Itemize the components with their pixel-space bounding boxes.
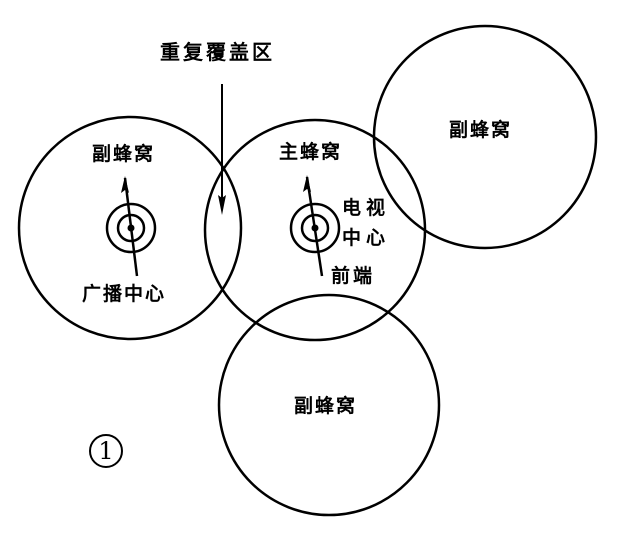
left-cell-label: 副蜂窝 — [92, 143, 156, 165]
tv-headend-antenna-icon — [289, 175, 341, 277]
main-cell-label: 主蜂窝 — [279, 141, 343, 163]
left-center-label: 广播中心 — [82, 283, 167, 305]
left-secondary-cell — [17, 115, 243, 341]
broadcast-center-antenna-icon — [105, 176, 157, 277]
overlap-zone-label: 重复覆盖区 — [160, 40, 275, 64]
main-center-line3: 前端 — [331, 265, 376, 287]
top-right-cell-label: 副蜂窝 — [449, 119, 513, 141]
top-right-secondary-cell — [372, 24, 598, 250]
figure-number-badge: 1 — [89, 434, 123, 468]
bottom-secondary-cell — [217, 293, 441, 517]
bottom-cell-label: 副蜂窝 — [294, 395, 358, 417]
main-center-line1: 电视 — [342, 197, 391, 219]
overlap-zone-arrow-icon — [218, 84, 226, 215]
main-center-line2: 中心 — [342, 227, 391, 249]
